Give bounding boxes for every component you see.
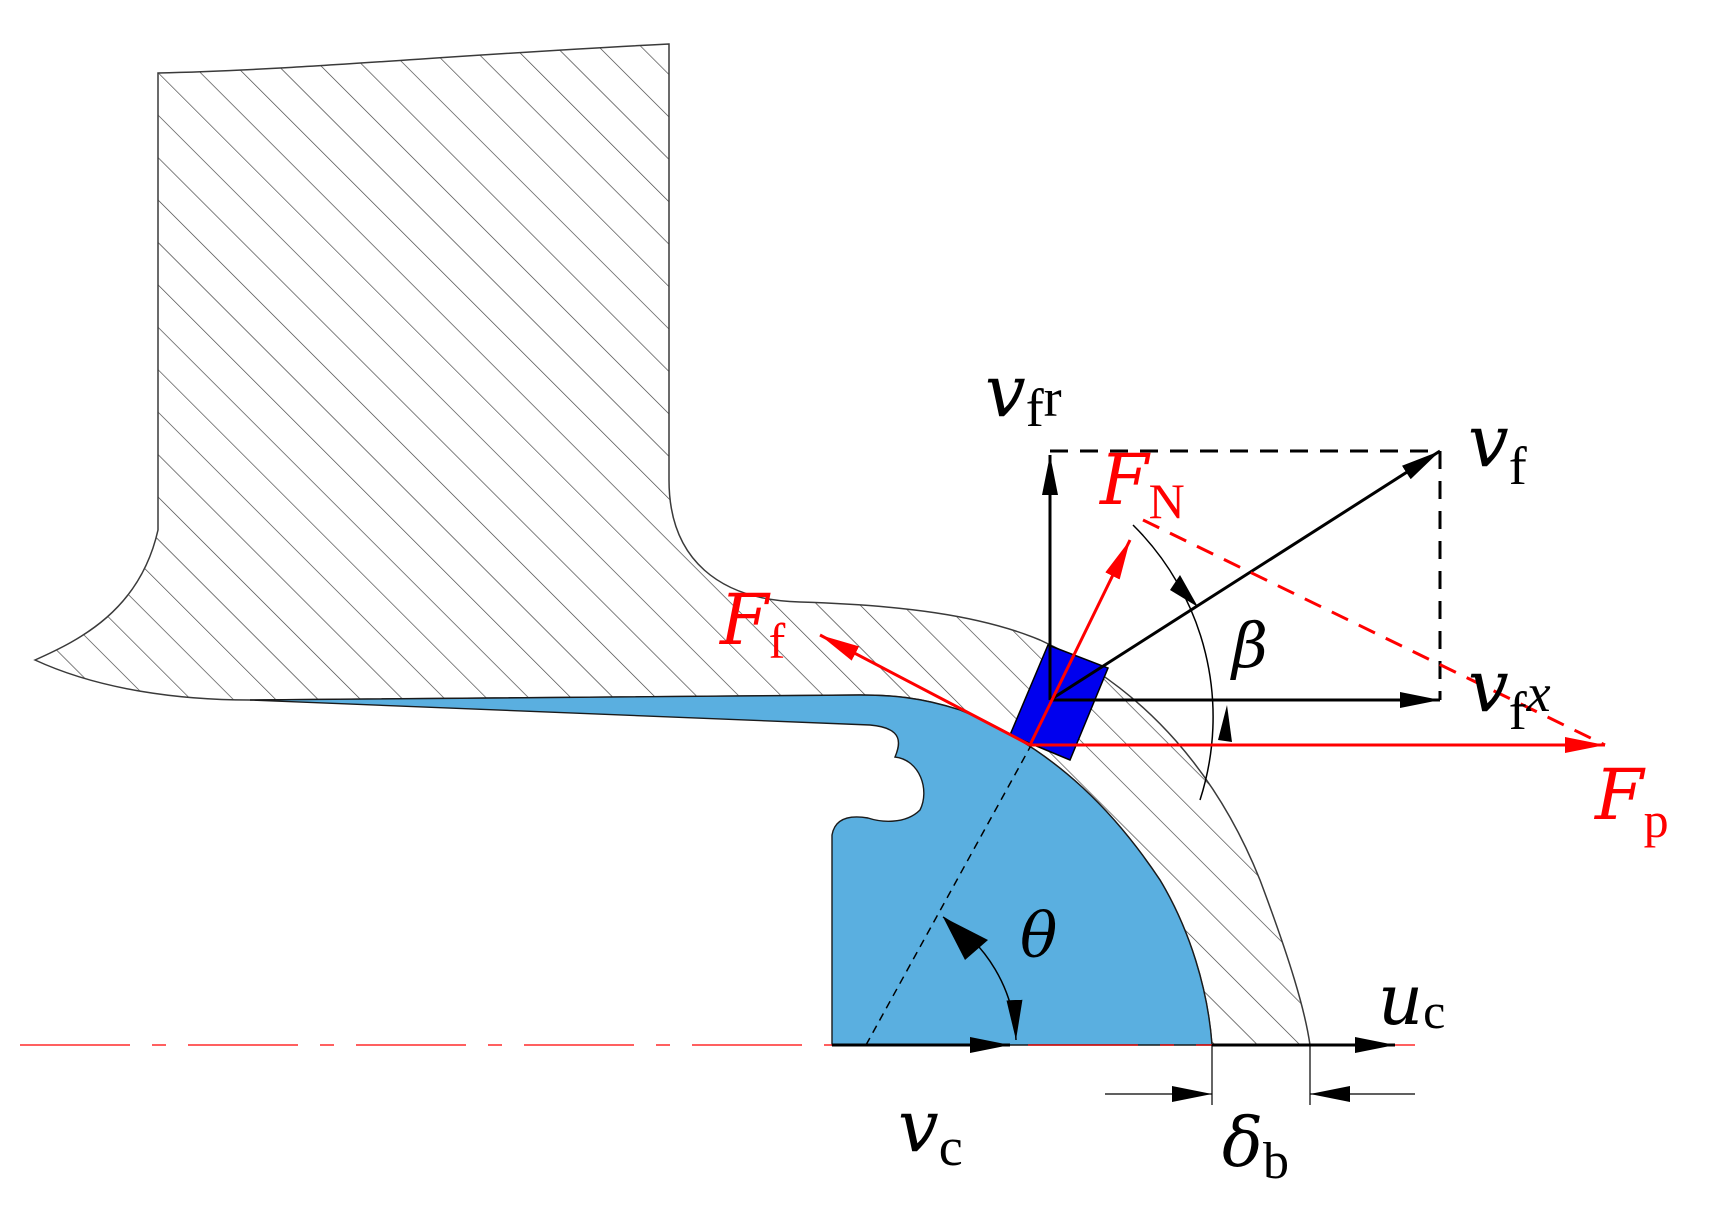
contact-zone [1009,644,1109,761]
label-ff: Ff [720,579,786,669]
label-vc: vc [898,1084,963,1177]
beta-arc [1132,524,1214,801]
vf-arrow [1049,449,1441,702]
ff-arrow [819,633,1031,747]
label-theta: θ [1020,899,1058,972]
radius-line [865,739,1035,1046]
label-delta-b: δb [1222,1104,1289,1190]
fn-dashed [1142,518,1606,747]
label-uc: uc [1378,959,1446,1041]
fn-arrow [1028,539,1132,746]
label-vf: vf [1468,399,1527,496]
label-vfx: vfx [1468,644,1551,741]
label-beta: β [1232,609,1268,682]
label-fn: FN [1100,439,1185,529]
label-vfr: vfr [985,349,1062,438]
workpiece-blank [33,43,1311,1046]
label-fp: Fp [1595,754,1669,848]
